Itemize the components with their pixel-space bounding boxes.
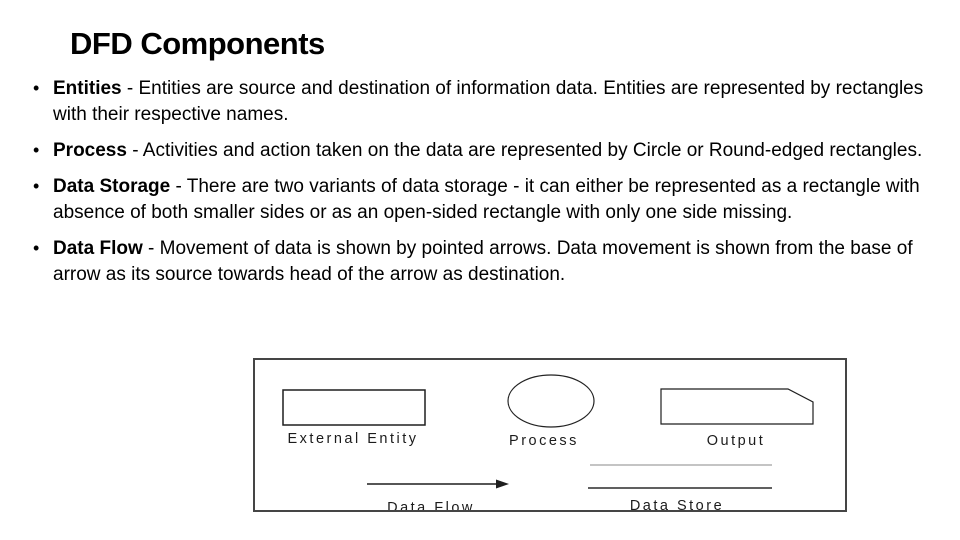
external-entity-label: External Entity bbox=[287, 431, 419, 447]
bullet-term: Data Storage bbox=[53, 176, 171, 197]
process-circle bbox=[507, 374, 595, 428]
bullet-list: • Entities - Entities are source and dest… bbox=[30, 76, 932, 298]
bullet-term: Process bbox=[53, 140, 127, 161]
process-label: Process bbox=[509, 433, 579, 449]
bullet-term: Entities bbox=[53, 78, 122, 99]
data-store-label: Data Store bbox=[629, 498, 725, 512]
bullet-text: - Entities are source and destination of… bbox=[53, 78, 924, 125]
dfd-notation-diagram: External Entity Process Output Data Flow… bbox=[253, 358, 847, 512]
output-polygon bbox=[660, 388, 814, 425]
bullet-item-entities: • Entities - Entities are source and dest… bbox=[30, 76, 932, 128]
bullet-dot: • bbox=[33, 176, 40, 196]
bullet-dot: • bbox=[33, 238, 40, 258]
data-flow-arrowhead bbox=[496, 479, 509, 489]
bullet-item-data-storage: • Data Storage - There are two variants o… bbox=[30, 174, 932, 226]
bullet-dot: • bbox=[33, 78, 40, 98]
bullet-text: - Activities and action taken on the dat… bbox=[126, 140, 923, 161]
bullet-text: - There are two variants of data storage… bbox=[53, 176, 920, 223]
bullet-text: - Movement of data is shown by pointed a… bbox=[53, 238, 913, 285]
dfd-notation-shapes bbox=[282, 374, 814, 489]
bullet-item-data-flow: • Data Flow - Movement of data is shown b… bbox=[30, 236, 932, 288]
output-label: Output bbox=[706, 433, 766, 449]
external-entity-rectangle bbox=[282, 389, 426, 426]
slide-title: DFD Components bbox=[70, 26, 325, 61]
data-flow-label: Data Flow bbox=[387, 500, 475, 512]
bullet-dot: • bbox=[33, 140, 40, 160]
bullet-item-process: • Process - Activities and action taken o… bbox=[30, 138, 932, 164]
bullet-term: Data Flow bbox=[53, 238, 143, 259]
